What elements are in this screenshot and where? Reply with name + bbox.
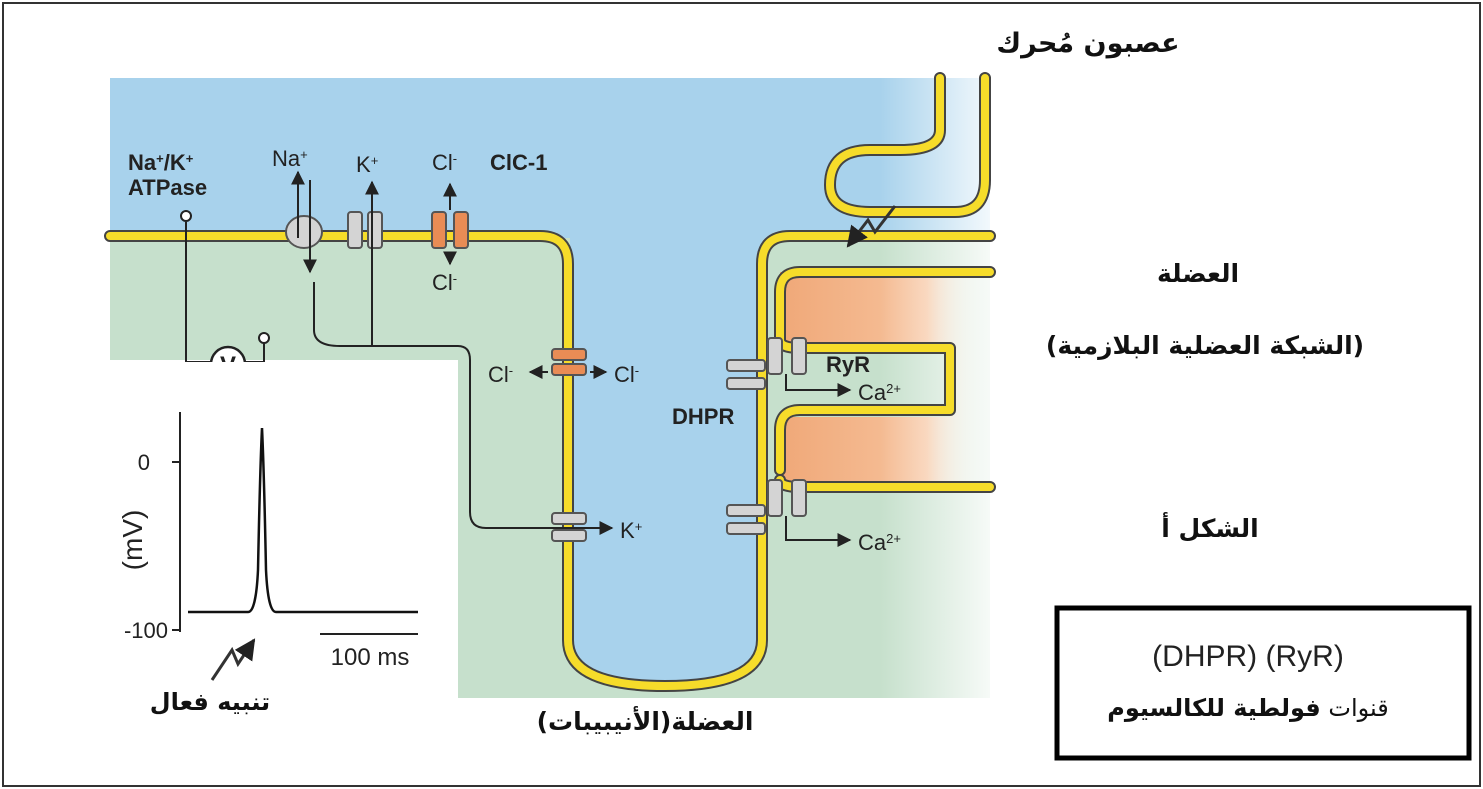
effective-stimulus-icon — [210, 638, 256, 681]
dhpr-upper-b — [726, 377, 766, 390]
cl-label-top: Cl- — [432, 150, 457, 175]
k-label-top: K+ — [356, 152, 378, 177]
tubule-k-channel-top — [551, 512, 587, 525]
inset-plot — [172, 412, 418, 681]
fade-overlay — [880, 78, 990, 698]
na-k-pump — [285, 215, 323, 249]
t-tubules-label: العضلة(الأنيبيبات) — [537, 706, 754, 736]
ryr-upper-a — [767, 337, 783, 375]
ryr-lower-a — [767, 479, 783, 517]
legend-line-1: (DHPR) (RyR) — [1152, 640, 1344, 673]
cl-label-tubule-left: Cl- — [488, 362, 513, 387]
atpase-label: ATPase — [128, 175, 207, 200]
nerve-stimulus-icon — [846, 205, 897, 248]
scale-bar-label: 100 ms — [331, 644, 410, 671]
inset-tick-top-label: 0 — [138, 450, 150, 475]
legend-box — [1054, 605, 1472, 761]
action-potential-trace — [188, 427, 418, 614]
cytoplasm-top — [110, 238, 470, 360]
inset-ylabel: (mV) — [117, 510, 148, 571]
k-channel-right — [367, 211, 383, 249]
ryr-lower-b — [791, 479, 807, 517]
cl-label-tubule-right: Cl- — [614, 362, 639, 387]
figure-label: الشكل أ — [1161, 512, 1259, 543]
sarcoplasmic-reticulum-label: (الشبكة العضلية البلازمية) — [1046, 331, 1364, 360]
k-label-tubule: K+ — [620, 518, 642, 543]
clc1-channel-left — [431, 211, 447, 249]
clc1-label: ClC-1 — [490, 150, 547, 175]
cl-label-bottom: Cl- — [432, 270, 457, 295]
ryr-upper-b — [791, 337, 807, 375]
effective-stimulus-label: تنبيه فعال — [150, 688, 270, 716]
clc1-channel-right — [453, 211, 469, 249]
muscle-label: العضلة — [1157, 259, 1239, 288]
dhpr-lower-a — [726, 504, 766, 517]
dhpr-lower-b — [726, 522, 766, 535]
ryr-label: RyR — [826, 352, 870, 377]
dhpr-upper-a — [726, 359, 766, 372]
k-channel-left — [347, 211, 363, 249]
ca-label-lower: Ca2+ — [858, 530, 901, 555]
motor-neuron-label: عصبون مُحرك — [996, 28, 1179, 59]
ca-label-upper: Ca2+ — [858, 380, 901, 405]
na-k-atpase-label: Na+/K+ — [128, 150, 194, 175]
electrode-tip-left — [180, 210, 192, 222]
electrode-tip-right — [258, 332, 270, 344]
tubule-cl-channel-top — [551, 348, 587, 361]
legend-line-2: قنوات فولطية للكالسيوم — [1107, 694, 1389, 722]
inset-tick-bottom-label: -100 — [124, 618, 168, 643]
tubule-cl-channel-bottom — [551, 363, 587, 376]
dhpr-label: DHPR — [672, 404, 734, 429]
na-label: Na+ — [272, 146, 308, 171]
tubule-k-channel-bottom — [551, 529, 587, 542]
